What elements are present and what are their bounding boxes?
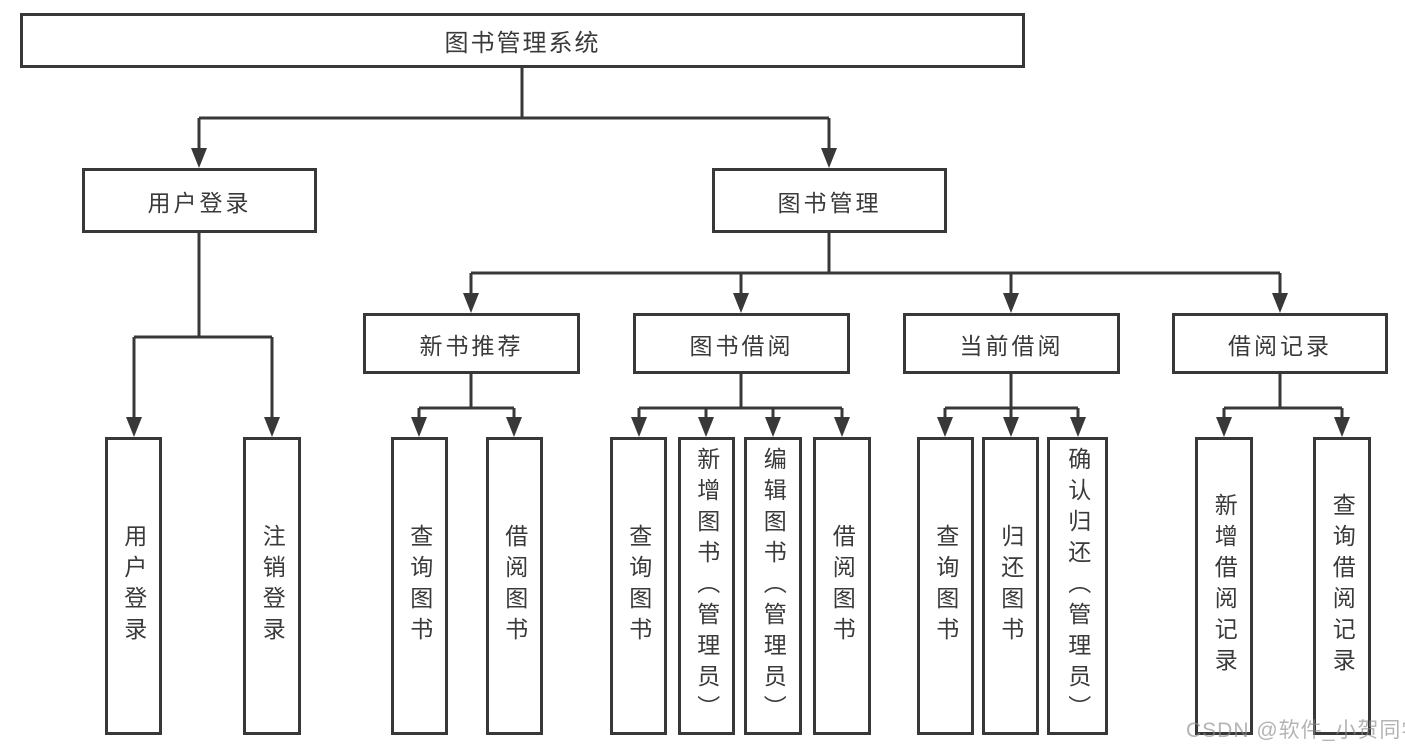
arrow-down-icon bbox=[1334, 417, 1350, 437]
arrow-down-icon bbox=[631, 417, 647, 437]
leaf-add-book-admin-label: 新增图书（管理员） bbox=[693, 446, 720, 726]
arrow-down-icon bbox=[506, 417, 522, 437]
leaf-confirm-return-admin-label: 确认归还（管理员） bbox=[1064, 446, 1091, 726]
connector-root-split bbox=[197, 68, 831, 150]
connector-record-split bbox=[1222, 374, 1344, 419]
connector-management-split bbox=[469, 233, 1282, 295]
node-user-login-group: 用户登录 bbox=[82, 168, 317, 233]
leaf-add-book-admin: 新增图书（管理员） bbox=[678, 437, 735, 735]
leaf-borrow-books-2-label: 借阅图书 bbox=[829, 524, 856, 648]
leaf-edit-book-admin: 编辑图书（管理员） bbox=[744, 437, 802, 735]
leaf-borrow-books-2: 借阅图书 bbox=[813, 437, 871, 735]
leaf-add-borrow-record-label: 新增借阅记录 bbox=[1211, 493, 1238, 679]
connector-bookborrow-split bbox=[637, 374, 844, 419]
node-book-borrowing: 图书借阅 bbox=[633, 313, 850, 374]
node-borrowing-records: 借阅记录 bbox=[1172, 313, 1388, 374]
arrow-down-icon bbox=[1003, 417, 1019, 437]
leaf-query-books-3-label: 查询图书 bbox=[932, 524, 959, 648]
leaf-query-books-3: 查询图书 bbox=[917, 437, 974, 735]
leaf-query-books-2: 查询图书 bbox=[610, 437, 667, 735]
leaf-add-borrow-record: 新增借阅记录 bbox=[1195, 437, 1253, 735]
node-book-borrowing-label: 图书借阅 bbox=[689, 332, 794, 359]
node-root-label: 图书管理系统 bbox=[444, 30, 601, 57]
node-user-login-group-label: 用户登录 bbox=[147, 189, 252, 216]
leaf-user-login-label: 用户登录 bbox=[120, 524, 147, 648]
arrow-down-icon bbox=[698, 417, 714, 437]
leaf-return-books: 归还图书 bbox=[982, 437, 1039, 735]
arrow-down-icon bbox=[765, 417, 781, 437]
leaf-edit-book-admin-label: 编辑图书（管理员） bbox=[760, 446, 787, 726]
arrow-down-icon bbox=[1003, 293, 1019, 313]
leaf-user-login: 用户登录 bbox=[105, 437, 162, 735]
connector-login-split bbox=[132, 233, 274, 419]
arrow-down-icon bbox=[463, 293, 479, 313]
arrowhead-icons bbox=[126, 148, 1350, 437]
connector-newbook-split bbox=[417, 374, 516, 419]
leaf-query-borrow-record: 查询借阅记录 bbox=[1313, 437, 1371, 735]
arrow-down-icon bbox=[1272, 293, 1288, 313]
leaf-confirm-return-admin: 确认归还（管理员） bbox=[1047, 437, 1108, 735]
arrow-down-icon bbox=[264, 417, 280, 437]
leaf-borrow-books-1-label: 借阅图书 bbox=[501, 524, 528, 648]
watermark: CSDN @软件_小贺同学 bbox=[1186, 719, 1405, 742]
node-new-book-recommend: 新书推荐 bbox=[363, 313, 580, 374]
arrow-down-icon bbox=[191, 148, 207, 168]
leaf-query-borrow-record-label: 查询借阅记录 bbox=[1329, 493, 1356, 679]
node-book-management-label: 图书管理 bbox=[777, 189, 882, 216]
leaf-borrow-books-1: 借阅图书 bbox=[486, 437, 543, 735]
leaf-query-books-1-label: 查询图书 bbox=[406, 524, 433, 648]
arrow-down-icon bbox=[1216, 417, 1232, 437]
node-borrowing-records-label: 借阅记录 bbox=[1228, 332, 1332, 359]
leaf-logout-login-label: 注销登录 bbox=[259, 524, 286, 648]
arrow-down-icon bbox=[937, 417, 953, 437]
node-root: 图书管理系统 bbox=[20, 13, 1025, 68]
arrow-down-icon bbox=[733, 293, 749, 313]
arrow-down-icon bbox=[126, 417, 142, 437]
leaf-query-books-1: 查询图书 bbox=[391, 437, 448, 735]
arrow-down-icon bbox=[821, 148, 837, 168]
node-current-borrowing-label: 当前借阅 bbox=[959, 332, 1064, 359]
leaf-query-books-2-label: 查询图书 bbox=[625, 524, 652, 648]
leaf-logout-login: 注销登录 bbox=[243, 437, 301, 735]
node-current-borrowing: 当前借阅 bbox=[903, 313, 1120, 374]
leaf-return-books-label: 归还图书 bbox=[997, 524, 1024, 648]
arrow-down-icon bbox=[834, 417, 850, 437]
node-book-management: 图书管理 bbox=[712, 168, 947, 233]
node-new-book-recommend-label: 新书推荐 bbox=[419, 332, 524, 359]
connector-currentborrow-split bbox=[943, 374, 1080, 419]
arrow-down-icon bbox=[1070, 417, 1086, 437]
arrow-down-icon bbox=[411, 417, 427, 437]
